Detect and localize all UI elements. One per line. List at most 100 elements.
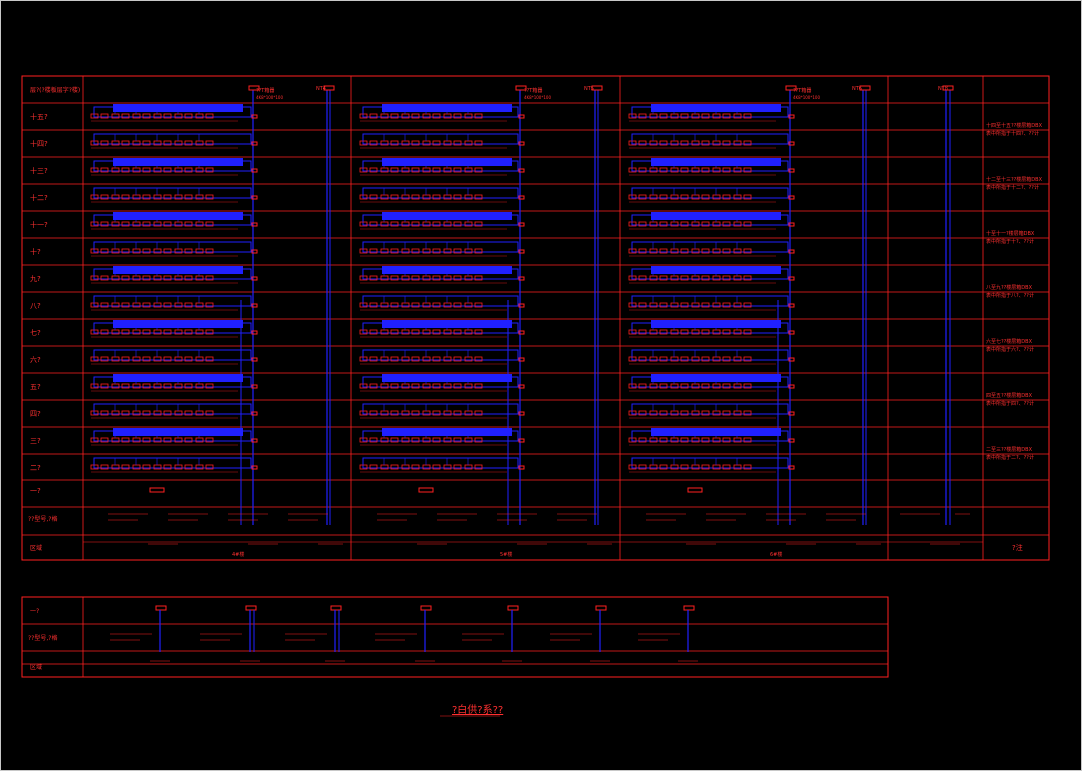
- meter-box: [464, 221, 473, 227]
- meter-box: [649, 356, 658, 362]
- meter-box: [432, 410, 441, 416]
- meter-box: [153, 329, 162, 335]
- meter-box: [743, 221, 752, 227]
- meter-box: [722, 356, 731, 362]
- meter-box: [195, 248, 204, 254]
- meter-box: [712, 248, 721, 254]
- meter-box: [464, 140, 473, 146]
- meter-box: [659, 113, 668, 119]
- tap-box: [518, 357, 525, 362]
- meter-box: [411, 113, 420, 119]
- meter-box: [100, 437, 109, 443]
- meter-box: [712, 140, 721, 146]
- meter-box: [638, 356, 647, 362]
- meter-box: [722, 464, 731, 470]
- meter-box: [111, 356, 120, 362]
- meter-box: [743, 410, 752, 416]
- meter-box: [464, 167, 473, 173]
- meter-box: [411, 302, 420, 308]
- meter-box: [205, 221, 214, 227]
- meter-box: [90, 221, 99, 227]
- meter-box: [733, 221, 742, 227]
- meter-box: [743, 329, 752, 335]
- meter-box: [464, 410, 473, 416]
- meter-box: [628, 113, 637, 119]
- main-table-border: [21, 75, 1050, 561]
- meter-box: [432, 194, 441, 200]
- meter-box: [691, 356, 700, 362]
- meter-box: [680, 221, 689, 227]
- meter-box: [733, 140, 742, 146]
- meter-box: [659, 437, 668, 443]
- meter-box: [701, 248, 710, 254]
- floor-labels: 十五?十四?十三?十二?十一?十?九?八?七?六?五?四?三?二?: [30, 112, 48, 472]
- meter-box: [163, 329, 172, 335]
- meter-box: [422, 221, 431, 227]
- meter-box: [359, 194, 368, 200]
- remark-note: 表中所指于八?、??计: [986, 292, 1034, 299]
- meter-box: [628, 464, 637, 470]
- meter-box: [649, 113, 658, 119]
- meter-box: [111, 383, 120, 389]
- meter-box: [205, 383, 214, 389]
- meter-box: [401, 167, 410, 173]
- meter-box: [659, 194, 668, 200]
- meter-box: [691, 221, 700, 227]
- meter-box: [691, 194, 700, 200]
- meter-box: [701, 221, 710, 227]
- meter-box: [100, 113, 109, 119]
- building-top-sublabel-5: 4K8*100*100: [524, 95, 551, 100]
- meter-box: [142, 221, 151, 227]
- meter-box: [369, 167, 378, 173]
- meter-box: [380, 248, 389, 254]
- meter-box: [121, 437, 130, 443]
- meter-box: [100, 248, 109, 254]
- header-label: 层?(?楼板层字?楼): [30, 86, 80, 94]
- meter-box: [670, 437, 679, 443]
- meter-box: [733, 275, 742, 281]
- meter-box: [638, 437, 647, 443]
- meter-box: [474, 275, 483, 281]
- basement-mark: [418, 487, 434, 493]
- floor-label: 十五?: [30, 112, 48, 121]
- meter-box: [205, 248, 214, 254]
- tap-box: [251, 195, 258, 200]
- area-row-label: 区域: [30, 544, 42, 552]
- meter-box: [701, 464, 710, 470]
- floor-label: 十?: [30, 247, 41, 256]
- meter-box: [680, 464, 689, 470]
- meter-box: [453, 167, 462, 173]
- riser-tag-4: NT4: [316, 86, 326, 92]
- remark-note: 八至九??楼层箱DBX: [986, 284, 1033, 291]
- meter-box: [628, 194, 637, 200]
- tap-box: [518, 465, 525, 470]
- meter-box: [443, 356, 452, 362]
- meter-box: [380, 329, 389, 335]
- meter-box: [453, 383, 462, 389]
- meter-box: [153, 221, 162, 227]
- meter-box: [701, 410, 710, 416]
- meter-box: [100, 383, 109, 389]
- meter-box: [422, 248, 431, 254]
- meter-box: [453, 302, 462, 308]
- meter-box: [174, 113, 183, 119]
- building-label-6: 6#楼: [770, 551, 782, 558]
- meter-box: [401, 383, 410, 389]
- meter-box: [680, 437, 689, 443]
- meter-box: [701, 437, 710, 443]
- meter-box: [121, 302, 130, 308]
- meter-box: [369, 329, 378, 335]
- meter-box: [359, 275, 368, 281]
- meter-box: [411, 194, 420, 200]
- meter-box: [743, 140, 752, 146]
- meter-box: [701, 140, 710, 146]
- meter-box: [474, 221, 483, 227]
- meter-box: [670, 113, 679, 119]
- meter-box: [142, 383, 151, 389]
- meter-box: [390, 113, 399, 119]
- meter-box: [100, 167, 109, 173]
- meter-box: [111, 302, 120, 308]
- meter-box: [174, 437, 183, 443]
- meter-box: [184, 464, 193, 470]
